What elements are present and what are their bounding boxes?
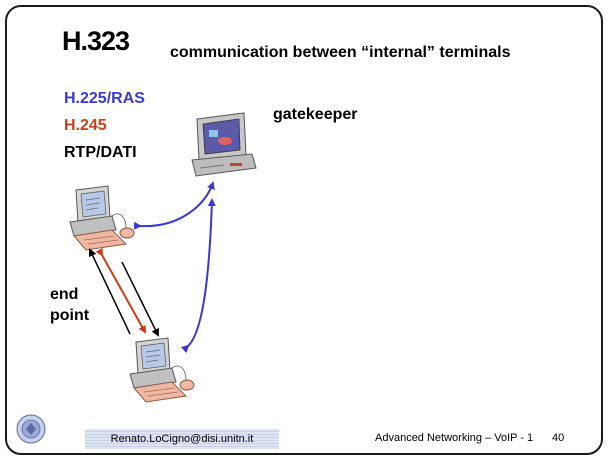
university-seal-icon [16, 414, 46, 444]
footer-course: Advanced Networking – VoIP - 1 [375, 432, 534, 444]
legend-h245: H.245 [64, 117, 107, 134]
rtp-arrow-up [88, 248, 131, 335]
endpoint-label-line2: point [50, 307, 90, 324]
page-number: 40 [552, 432, 565, 444]
endpoint-label: end point [50, 284, 89, 326]
endpoint-computer-icon-upper [69, 185, 135, 251]
footer-email: Renato.LoCigno@disi.unitn.it [85, 429, 279, 449]
endpoint-label-line1: end [50, 286, 79, 303]
gatekeeper-label: gatekeeper [273, 106, 358, 123]
legend-rtp: RTP/DATI [64, 144, 137, 161]
endpoint-computer-icon-lower [129, 337, 195, 403]
gatekeeper-computer-icon [191, 112, 257, 177]
ras-arrow-upper [133, 181, 215, 230]
h245-arrow [95, 247, 146, 334]
ras-arrow-lower [180, 198, 216, 354]
slide-subtitle: communication between “internal” termina… [170, 44, 511, 61]
slide-title: H.323 [62, 26, 130, 56]
legend-ras: H.225/RAS [64, 90, 145, 107]
